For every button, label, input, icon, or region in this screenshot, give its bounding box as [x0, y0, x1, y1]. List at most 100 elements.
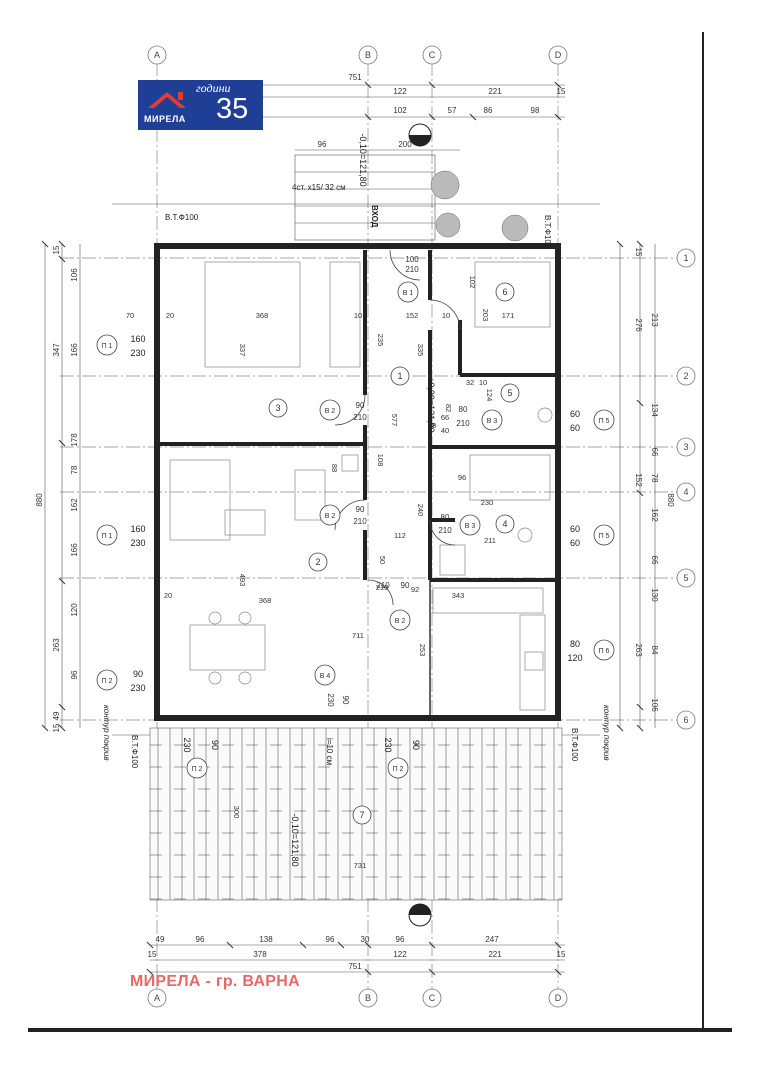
sink-icon [524, 651, 544, 671]
inner-dim: 152 [406, 311, 419, 320]
door-5-w: 80 [459, 405, 468, 414]
inner-dimension-texts: 368 337 10 235 152 20 70 493 368 711 577… [126, 276, 514, 870]
dim-bottom-r1-g: 247 [485, 935, 499, 944]
inner-dim: 300 [232, 806, 241, 819]
door-4-w: 90 [401, 581, 410, 590]
inner-dim: 235 [376, 334, 385, 347]
exterior-walls [154, 243, 561, 721]
level-markers: -0,10=121,80 ±0,00=121,90 -0,10=121,80 [290, 133, 436, 866]
dim-top-r2-c: 86 [484, 106, 493, 115]
downpipe-left-top: В.Т.Ф100 [165, 213, 199, 222]
dim-right-d1: 213 [650, 313, 659, 327]
dim-right-d9: 106 [650, 698, 659, 712]
inner-dim: 32 [466, 378, 474, 387]
chair-icon [238, 671, 252, 685]
dim-right-d7: 130 [650, 588, 659, 602]
steps-note: 4ст. х15/ 32 см [292, 183, 346, 192]
boiler-icon [341, 454, 359, 472]
door-2-h: 210 [353, 413, 367, 422]
dim-bottom-r2-b: 378 [253, 950, 267, 959]
house-icon [148, 92, 186, 108]
axis-labels: A B C D A B C D 1 2 3 4 5 6 [154, 50, 689, 1003]
axis-row-4: 4 [683, 487, 688, 497]
bed-icon [204, 261, 301, 368]
inner-dim: 88 [330, 464, 339, 472]
door-3-w: 90 [356, 505, 365, 514]
dimension-texts-vertical: 880 15 347 263 49 15 106 166 178 78 162 … [35, 245, 675, 732]
dim-left-p4: 49 [52, 711, 61, 720]
dim-left-d8: 96 [70, 670, 79, 679]
window-sizes: 160 230 160 230 90 230 60 60 60 60 80 12… [130, 334, 582, 753]
dim-stair-b: 200 [398, 140, 412, 149]
inner-dim: 50 [378, 556, 387, 564]
door-tag-4: В 2 [395, 618, 406, 625]
axis-col-c-bottom: C [429, 993, 436, 1003]
window-tag-2: П 1 [102, 533, 113, 540]
window-tag-8: П 2 [393, 766, 404, 773]
room-5-label: 5 [507, 388, 512, 398]
axis-row-1: 1 [683, 253, 688, 263]
axis-row-6: 6 [683, 715, 688, 725]
dim-bottom-r1-e: 30 [361, 935, 370, 944]
dim-top-total: 751 [348, 73, 362, 82]
window-tag-1: П 1 [102, 343, 113, 350]
inner-dim: 240 [416, 504, 425, 517]
room-6-label: 6 [502, 287, 507, 297]
inner-dim: 108 [376, 454, 385, 467]
furniture [169, 261, 553, 711]
window-tag-texts: П 1 П 1 П 2 П 5 П 5 П 6 П 2 П 2 [102, 343, 610, 773]
notes: 4ст. х15/ 32 см ВХОД контур покрив конту… [102, 183, 611, 769]
inner-dim: 211 [484, 536, 496, 545]
dim-left-p2: 347 [52, 343, 61, 357]
level-floor: ±0,00=121,90 [426, 377, 436, 432]
dim-bottom-r2-e: 15 [557, 950, 566, 959]
window-tag-7: П 2 [192, 766, 203, 773]
dim-right-d2: 134 [650, 403, 659, 417]
dim-left-total: 880 [35, 493, 44, 507]
section-marker-fill [409, 135, 431, 915]
dim-left-d2: 166 [70, 343, 79, 357]
window-1-w: 160 [130, 334, 145, 344]
window-2-h: 230 [130, 538, 145, 548]
bed-small-icon [474, 261, 551, 328]
roof-contour-left: контур покрив [102, 705, 111, 761]
door-6-w: 80 [441, 513, 450, 522]
window-4-h: 60 [570, 423, 580, 433]
inner-dim: 96 [458, 473, 466, 482]
inner-dim: 335 [416, 344, 425, 357]
dim-left-p1: 15 [52, 245, 61, 254]
axis-col-a-bottom: A [154, 993, 160, 1003]
dim-top-r1-c: 15 [557, 87, 566, 96]
roof-contour-right: контур покрив [602, 705, 611, 761]
axis-bubbles [147, 45, 696, 1008]
inner-dim: 92 [411, 585, 419, 594]
bathtub-icon [469, 454, 551, 501]
dim-left-p3: 263 [52, 638, 61, 652]
window-2-w: 160 [130, 524, 145, 534]
dim-stair-a: 96 [318, 140, 327, 149]
inner-dim: 368 [256, 311, 269, 320]
chair-icon [208, 611, 222, 625]
dim-bottom-r1-a: 49 [156, 935, 165, 944]
door-tags [314, 281, 503, 686]
dim-bottom-r2-c: 122 [393, 950, 407, 959]
inner-dim: 711 [352, 631, 364, 640]
dim-top-r2-a: 102 [393, 106, 407, 115]
room-4-label: 4 [502, 519, 507, 529]
dim-right-d8: 84 [650, 646, 659, 655]
coffee-table-icon [224, 509, 266, 536]
door-tag-texts: В 1 В 2 В 2 В 2 В 3 В 3 В 4 [320, 290, 498, 680]
window-5-h: 60 [570, 538, 580, 548]
inner-dim: 20 [164, 591, 172, 600]
dim-left-p5: 15 [52, 723, 61, 732]
dim-left-d6: 166 [70, 543, 79, 557]
door-tag-1: В 1 [403, 290, 414, 297]
inner-dim: 20 [166, 311, 174, 320]
dim-bottom-r1-c: 138 [259, 935, 273, 944]
inner-dim: 82 [444, 404, 453, 412]
door-swings [334, 249, 461, 606]
window-5-w: 60 [570, 524, 580, 534]
kitchen-counter-icon [432, 587, 544, 614]
axis-col-d-top: D [555, 50, 562, 60]
